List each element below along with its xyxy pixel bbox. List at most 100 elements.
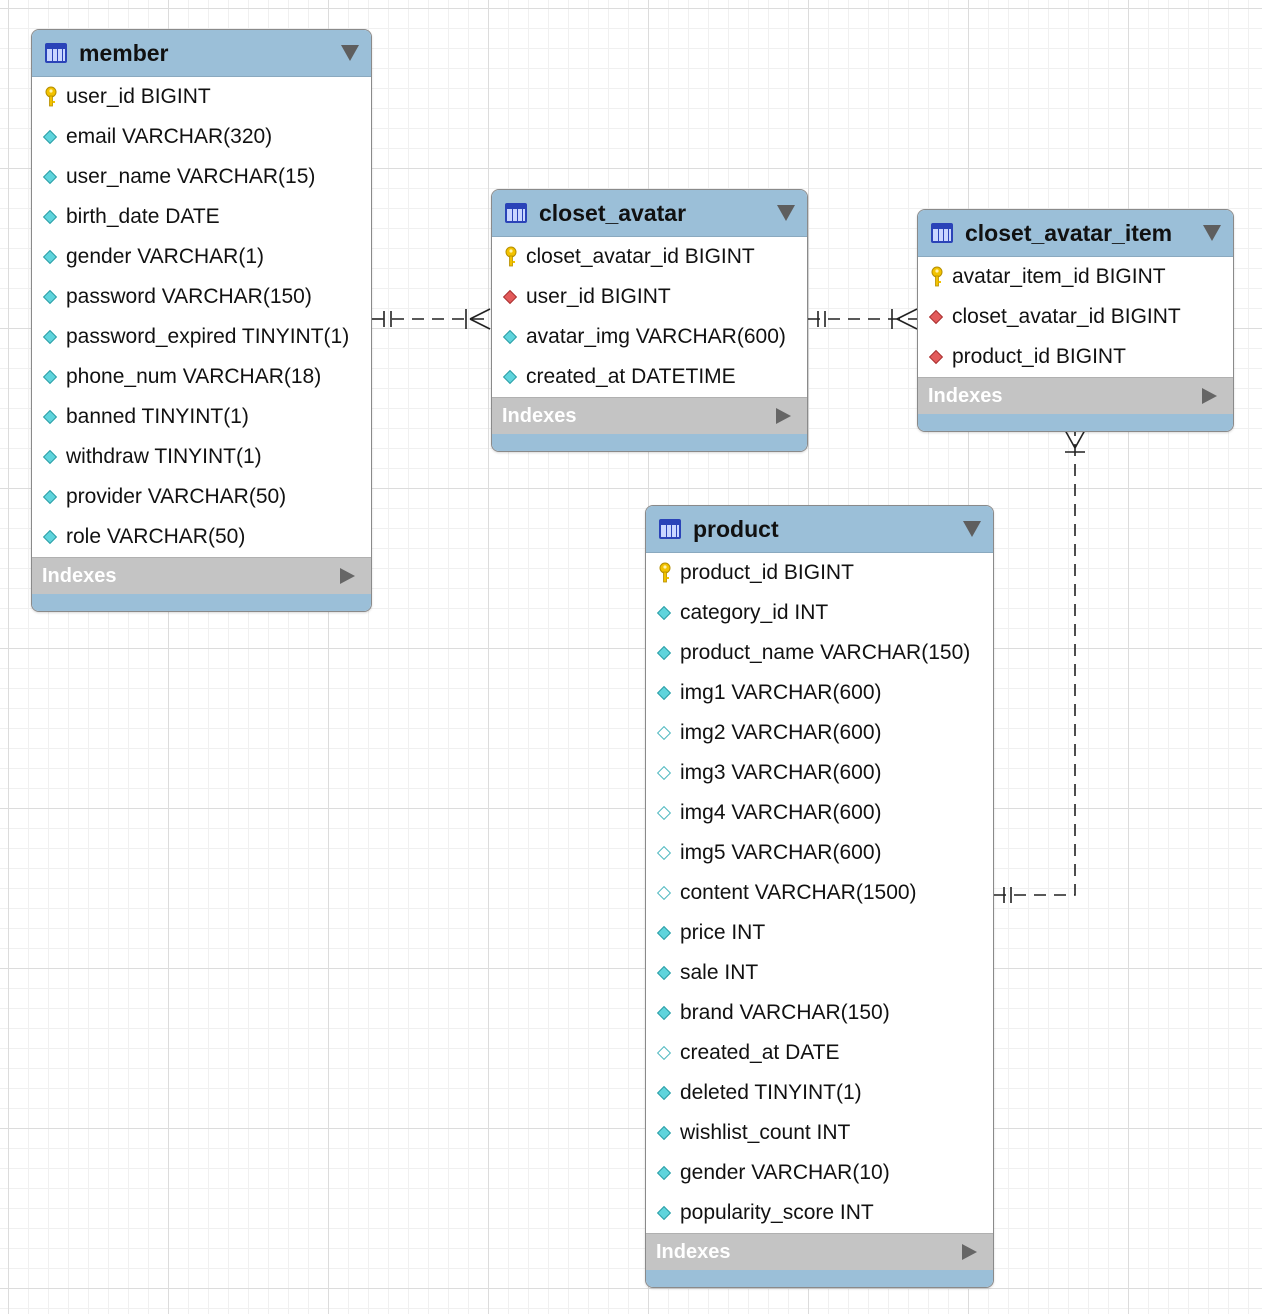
indexes-section[interactable]: Indexes	[646, 1233, 993, 1270]
not-null-column-diamond-icon	[656, 645, 672, 661]
column-label: gender VARCHAR(10)	[680, 1161, 890, 1184]
column-label: wishlist_count INT	[680, 1121, 851, 1144]
not-null-column-diamond-icon	[42, 449, 58, 465]
column-row[interactable]: password VARCHAR(150)	[32, 277, 371, 317]
not-null-column-diamond-icon	[42, 289, 58, 305]
column-row[interactable]: user_id BIGINT	[32, 77, 371, 117]
collapse-arrow-icon[interactable]	[341, 45, 359, 61]
column-row[interactable]: birth_date DATE	[32, 197, 371, 237]
table-header[interactable]: member	[32, 30, 371, 77]
table-product[interactable]: product product_id BIGINT category_id INT…	[645, 505, 994, 1288]
expand-arrow-icon[interactable]	[962, 1244, 977, 1260]
table-header[interactable]: product	[646, 506, 993, 553]
table-icon	[659, 519, 681, 539]
table-footer	[492, 434, 807, 451]
table-title: member	[79, 39, 169, 66]
column-row[interactable]: product_name VARCHAR(150)	[646, 633, 993, 673]
column-row[interactable]: password_expired TINYINT(1)	[32, 317, 371, 357]
expand-arrow-icon[interactable]	[340, 568, 355, 584]
column-label: password VARCHAR(150)	[66, 285, 312, 308]
column-row[interactable]: closet_avatar_id BIGINT	[492, 237, 807, 277]
column-label: closet_avatar_id BIGINT	[526, 245, 755, 268]
column-label: brand VARCHAR(150)	[680, 1001, 890, 1024]
column-row[interactable]: category_id INT	[646, 593, 993, 633]
column-label: img3 VARCHAR(600)	[680, 761, 882, 784]
not-null-column-diamond-icon	[502, 329, 518, 345]
column-row[interactable]: user_id BIGINT	[492, 277, 807, 317]
table-header[interactable]: closet_avatar_item	[918, 210, 1233, 257]
not-null-column-diamond-icon	[656, 1085, 672, 1101]
column-row[interactable]: product_id BIGINT	[918, 337, 1233, 377]
column-row[interactable]: withdraw TINYINT(1)	[32, 437, 371, 477]
not-null-column-diamond-icon	[42, 209, 58, 225]
indexes-section[interactable]: Indexes	[492, 397, 807, 434]
column-row[interactable]: avatar_item_id BIGINT	[918, 257, 1233, 297]
not-null-column-diamond-icon	[42, 529, 58, 545]
column-row[interactable]: img2 VARCHAR(600)	[646, 713, 993, 753]
primary-key-icon	[44, 86, 57, 107]
column-row[interactable]: created_at DATETIME	[492, 357, 807, 397]
column-row[interactable]: popularity_score INT	[646, 1193, 993, 1233]
column-row[interactable]: closet_avatar_id BIGINT	[918, 297, 1233, 337]
column-row[interactable]: avatar_img VARCHAR(600)	[492, 317, 807, 357]
indexes-section[interactable]: Indexes	[32, 557, 371, 594]
column-row[interactable]: wishlist_count INT	[646, 1113, 993, 1153]
indexes-section[interactable]: Indexes	[918, 377, 1233, 414]
column-row[interactable]: email VARCHAR(320)	[32, 117, 371, 157]
not-null-column-diamond-icon	[656, 965, 672, 981]
column-row[interactable]: role VARCHAR(50)	[32, 517, 371, 557]
collapse-arrow-icon[interactable]	[963, 521, 981, 537]
column-label: product_id BIGINT	[952, 345, 1126, 368]
column-label: role VARCHAR(50)	[66, 525, 246, 548]
column-row[interactable]: created_at DATE	[646, 1033, 993, 1073]
not-null-column-diamond-icon	[656, 1125, 672, 1141]
primary-key-icon	[930, 266, 943, 287]
column-label: category_id INT	[680, 601, 829, 624]
column-row[interactable]: product_id BIGINT	[646, 553, 993, 593]
column-row[interactable]: deleted TINYINT(1)	[646, 1073, 993, 1113]
column-label: password_expired TINYINT(1)	[66, 325, 350, 348]
expand-arrow-icon[interactable]	[776, 408, 791, 424]
column-row[interactable]: price INT	[646, 913, 993, 953]
nullable-column-diamond-icon	[656, 725, 672, 741]
column-row[interactable]: content VARCHAR(1500)	[646, 873, 993, 913]
not-null-column-diamond-icon	[42, 369, 58, 385]
expand-arrow-icon[interactable]	[1202, 388, 1217, 404]
column-row[interactable]: banned TINYINT(1)	[32, 397, 371, 437]
column-row[interactable]: brand VARCHAR(150)	[646, 993, 993, 1033]
column-label: closet_avatar_id BIGINT	[952, 305, 1181, 328]
table-closet-avatar[interactable]: closet_avatar closet_avatar_id BIGINT use…	[491, 189, 808, 452]
not-null-column-diamond-icon	[656, 685, 672, 701]
primary-key-icon	[504, 246, 517, 267]
column-row[interactable]: img5 VARCHAR(600)	[646, 833, 993, 873]
primary-key-icon	[658, 562, 671, 583]
column-label: created_at DATETIME	[526, 365, 736, 388]
not-null-column-diamond-icon	[656, 1205, 672, 1221]
relationship-closet-avatar-item	[808, 308, 918, 330]
column-row[interactable]: img3 VARCHAR(600)	[646, 753, 993, 793]
column-row[interactable]: img4 VARCHAR(600)	[646, 793, 993, 833]
nullable-column-diamond-icon	[656, 845, 672, 861]
column-label: img5 VARCHAR(600)	[680, 841, 882, 864]
column-row[interactable]: sale INT	[646, 953, 993, 993]
column-row[interactable]: provider VARCHAR(50)	[32, 477, 371, 517]
table-header[interactable]: closet_avatar	[492, 190, 807, 237]
column-row[interactable]: user_name VARCHAR(15)	[32, 157, 371, 197]
column-row[interactable]: img1 VARCHAR(600)	[646, 673, 993, 713]
not-null-column-diamond-icon	[656, 1005, 672, 1021]
table-closet-avatar-item[interactable]: closet_avatar_item avatar_item_id BIGINT…	[917, 209, 1234, 432]
column-row[interactable]: phone_num VARCHAR(18)	[32, 357, 371, 397]
collapse-arrow-icon[interactable]	[777, 205, 795, 221]
nullable-column-diamond-icon	[656, 885, 672, 901]
column-row[interactable]: gender VARCHAR(10)	[646, 1153, 993, 1193]
not-null-column-diamond-icon	[42, 409, 58, 425]
column-row[interactable]: gender VARCHAR(1)	[32, 237, 371, 277]
column-label: gender VARCHAR(1)	[66, 245, 265, 268]
nullable-column-diamond-icon	[656, 765, 672, 781]
not-null-column-diamond-icon	[656, 605, 672, 621]
collapse-arrow-icon[interactable]	[1203, 225, 1221, 241]
column-label: phone_num VARCHAR(18)	[66, 365, 322, 388]
column-label: banned TINYINT(1)	[66, 405, 249, 428]
